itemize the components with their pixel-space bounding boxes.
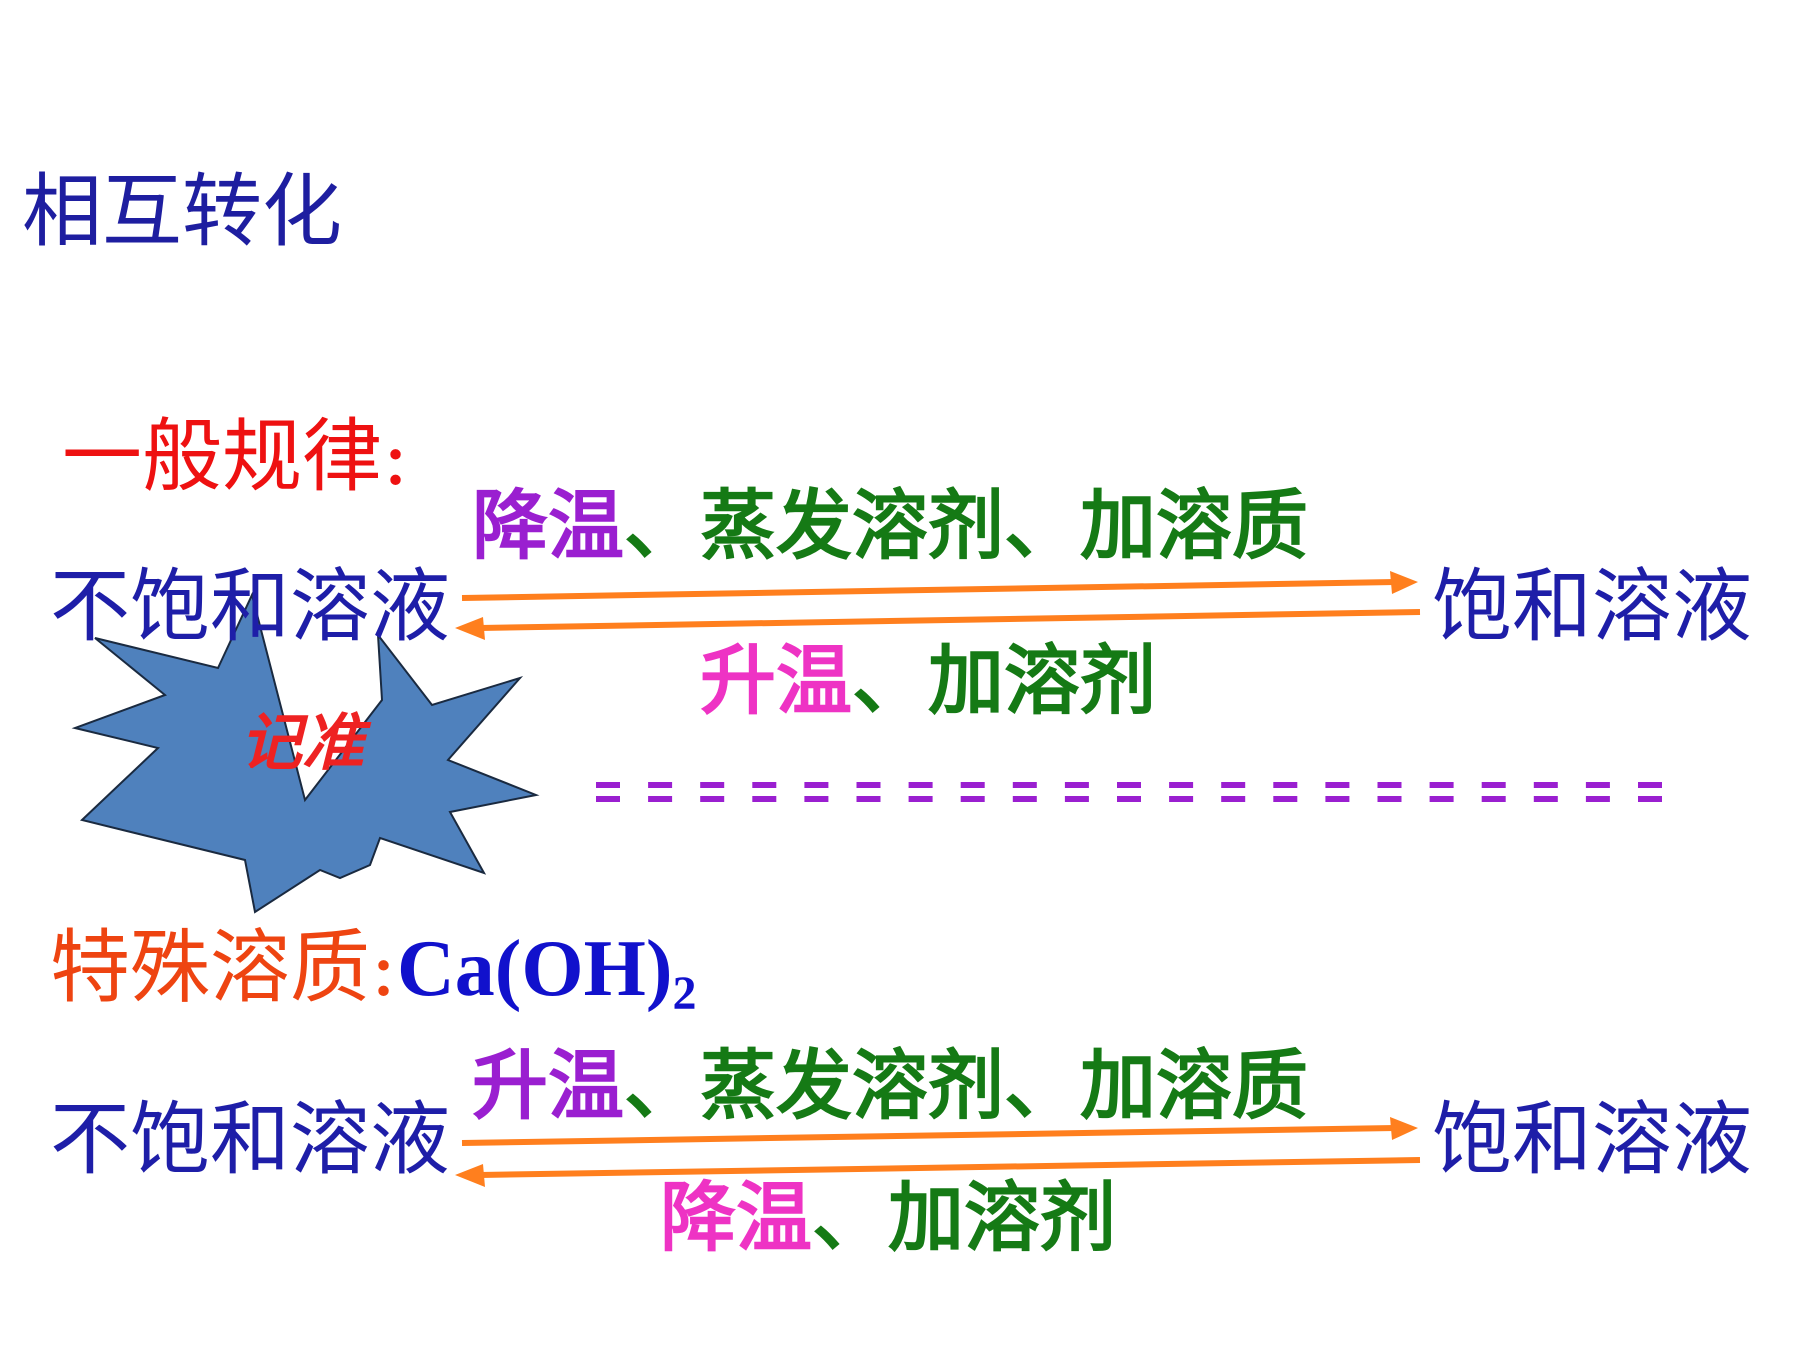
separator-dash bbox=[1273, 782, 1298, 788]
separator-dash bbox=[1377, 796, 1402, 802]
separator-dash bbox=[1221, 782, 1246, 788]
general-forward-cond-a: 降温 bbox=[472, 481, 624, 570]
special-reverse-conditions: 降温、加溶剂 bbox=[660, 1180, 1116, 1256]
general-saturated-solution: 饱和溶液 bbox=[1432, 560, 1752, 653]
separator-dash bbox=[908, 796, 933, 802]
separator-dash bbox=[1169, 782, 1194, 788]
special-forward-conditions: 升温、蒸发溶剂、加溶质 bbox=[472, 1048, 1308, 1124]
separator-dash bbox=[1533, 796, 1558, 802]
separator-dash bbox=[1429, 782, 1454, 788]
separator-dash bbox=[856, 782, 881, 788]
special-solute-label: 特殊溶质: bbox=[50, 921, 397, 1014]
separator-dash bbox=[960, 782, 985, 788]
separator-dash bbox=[1325, 782, 1350, 788]
formula-subscript: 2 bbox=[672, 967, 697, 1020]
separator-dash bbox=[596, 782, 620, 788]
separator-dash bbox=[1325, 796, 1350, 802]
separator-dash bbox=[596, 796, 620, 802]
separator-dash bbox=[1064, 796, 1089, 802]
general-reverse-conditions: 升温、加溶剂 bbox=[700, 643, 1156, 719]
separator-dash bbox=[1377, 782, 1402, 788]
separator-dash bbox=[1012, 782, 1037, 788]
separator-dash bbox=[1064, 782, 1089, 788]
separator-dash bbox=[1117, 796, 1141, 802]
special-reverse-cond-b: 、加溶剂 bbox=[812, 1173, 1116, 1262]
separator-dash bbox=[1481, 782, 1506, 788]
special-forward-cond-b: 、蒸发溶剂、加溶质 bbox=[624, 1041, 1308, 1130]
general-forward-arrow bbox=[461, 571, 1418, 601]
general-reverse-cond-b: 、加溶剂 bbox=[852, 636, 1156, 725]
separator-dash bbox=[648, 782, 673, 788]
separator-dash bbox=[752, 796, 777, 802]
general-forward-conditions: 降温、蒸发溶剂、加溶质 bbox=[472, 488, 1308, 564]
chemical-formula: Ca(OH)2 bbox=[396, 925, 697, 1018]
general-forward-cond-b: 、蒸发溶剂、加溶质 bbox=[624, 481, 1308, 570]
separator-dash bbox=[1169, 796, 1194, 802]
separator-dash bbox=[804, 796, 829, 802]
separator-dash bbox=[1533, 782, 1558, 788]
separator-dash bbox=[1117, 782, 1141, 788]
special-unsaturated-solution: 不饱和溶液 bbox=[50, 1093, 450, 1186]
separator-dash bbox=[700, 782, 725, 788]
formula-main: Ca(OH) bbox=[396, 925, 673, 1013]
separator-dash bbox=[1221, 796, 1246, 802]
general-rule-heading: 一般规律: bbox=[62, 410, 409, 503]
general-reverse-arrow bbox=[455, 609, 1421, 640]
special-saturated-solution: 饱和溶液 bbox=[1432, 1093, 1752, 1186]
special-forward-cond-a: 升温 bbox=[472, 1041, 624, 1130]
slide-title: 相互转化 bbox=[22, 165, 342, 258]
separator-dash bbox=[1273, 796, 1298, 802]
separator-dash bbox=[804, 782, 829, 788]
separator-dash bbox=[1638, 796, 1662, 802]
separator-dash bbox=[908, 782, 933, 788]
special-forward-arrow bbox=[461, 1117, 1418, 1146]
dashed-separator bbox=[596, 782, 1662, 802]
burst-label: 记准 bbox=[240, 706, 365, 779]
separator-dash bbox=[1481, 796, 1506, 802]
separator-dash bbox=[752, 782, 777, 788]
general-reverse-cond-a: 升温 bbox=[700, 636, 852, 725]
separator-dash bbox=[1585, 782, 1610, 788]
separator-dash bbox=[1429, 796, 1454, 802]
separator-dash bbox=[1012, 796, 1037, 802]
separator-dash bbox=[856, 796, 881, 802]
special-solute-heading: 特殊溶质:Ca(OH)2 bbox=[50, 928, 696, 1018]
separator-dash bbox=[1585, 796, 1610, 802]
separator-dash bbox=[700, 796, 725, 802]
special-reverse-arrow bbox=[455, 1157, 1421, 1187]
separator-dash bbox=[648, 796, 673, 802]
burst-star-shape bbox=[71, 592, 540, 914]
special-reverse-cond-a: 降温 bbox=[660, 1173, 812, 1262]
separator-dash bbox=[960, 796, 985, 802]
general-unsaturated-solution: 不饱和溶液 bbox=[50, 560, 450, 653]
separator-dash bbox=[1638, 782, 1662, 788]
